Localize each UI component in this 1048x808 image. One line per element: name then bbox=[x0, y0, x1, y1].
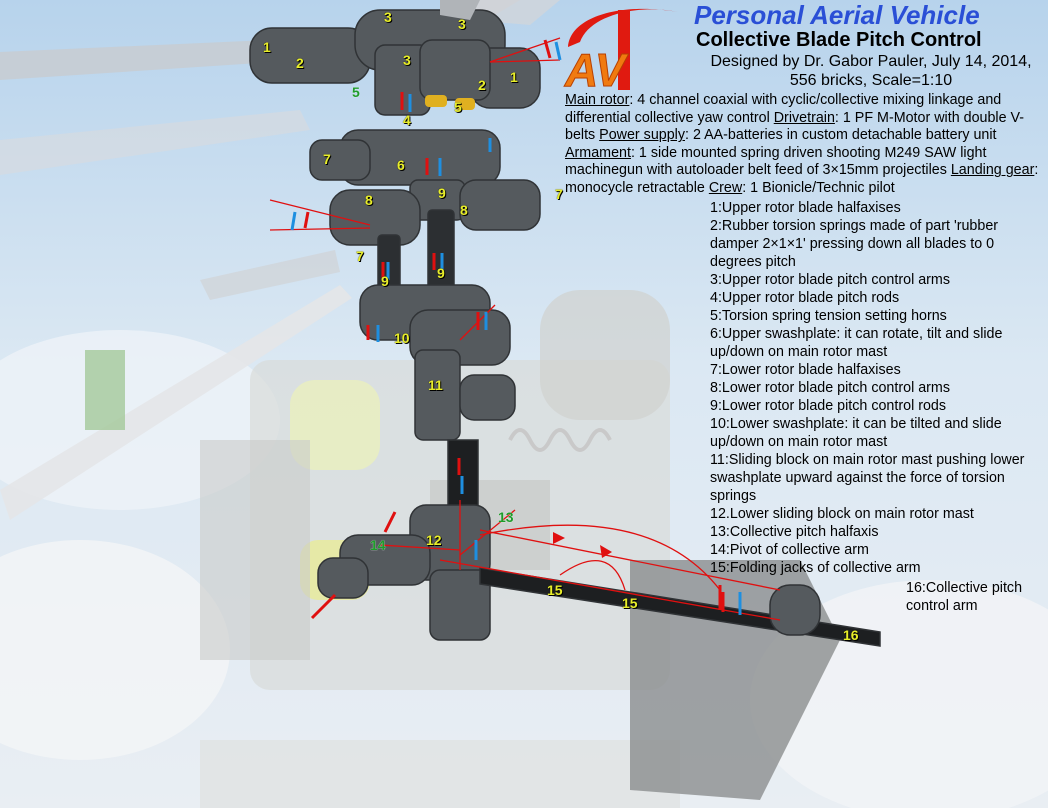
legend-item: 4:Upper rotor blade pitch rods bbox=[710, 290, 900, 306]
upper-blade-grip-left bbox=[249, 27, 371, 84]
legend-item: 15:Folding jacks of collective arm bbox=[710, 560, 921, 576]
lower-rotor-blade-left bbox=[0, 285, 352, 520]
legend-item: 1:Upper rotor blade halfaxises bbox=[710, 200, 901, 216]
spec-text: : 4 channel coaxial with cyclic/collecti… bbox=[565, 92, 1002, 126]
spec-text: : 1 side mounted spring driven shooting … bbox=[565, 144, 987, 179]
callout-label: 10 bbox=[394, 330, 410, 346]
spec-text: : 1 PF M-Motor with double V-belts bbox=[565, 109, 1025, 144]
callout-label: 1 bbox=[263, 39, 271, 55]
page-subtitle: Collective Blade Pitch Control bbox=[696, 29, 982, 51]
callout-label: 13 bbox=[498, 509, 514, 525]
callout-label: 3 bbox=[403, 52, 411, 68]
credit-line: Designed by Dr. Gabor Pauler, July 14, 2… bbox=[710, 53, 1032, 89]
callout-label: 16 bbox=[843, 627, 859, 643]
callout-label: 12 bbox=[426, 532, 442, 548]
callout-label: 8 bbox=[460, 202, 468, 218]
spec-label: Armament bbox=[565, 144, 631, 161]
callout-label: 6 bbox=[397, 157, 405, 173]
callout-label: 7 bbox=[555, 186, 563, 202]
callout-label: 4 bbox=[403, 112, 411, 128]
legend-item: 8:Lower rotor blade pitch control arms bbox=[710, 380, 950, 396]
spec-label: Landing gear bbox=[950, 162, 1035, 179]
lower-blade-grip-left bbox=[329, 189, 421, 246]
callout-label: 5 bbox=[454, 99, 462, 115]
spec-text: : monocycle retractable bbox=[565, 162, 1039, 196]
spec-label: Power supply bbox=[599, 127, 685, 144]
callout-label: 11 bbox=[428, 377, 443, 393]
spec-label: Main rotor bbox=[565, 92, 630, 108]
callout-label: 2 bbox=[296, 55, 304, 71]
spec-text: : 2 AA-batteries in custom detachable ba… bbox=[685, 127, 997, 144]
legend-item: 2:Rubber torsion springs made of part 'r… bbox=[710, 218, 999, 270]
legend-item: 7:Lower rotor blade halfaxises bbox=[710, 362, 901, 378]
legend-item: 9:Lower rotor blade pitch control rods bbox=[710, 398, 947, 414]
legend-item: 3:Upper rotor blade pitch control arms bbox=[710, 272, 950, 288]
callout-label: 8 bbox=[365, 192, 373, 208]
logo-text: AV bbox=[564, 44, 629, 92]
callout-label: 7 bbox=[323, 151, 331, 167]
callout-label: 2 bbox=[478, 77, 486, 93]
callout-label: 14 bbox=[370, 537, 386, 553]
callout-label: 3 bbox=[458, 16, 466, 32]
callout-label: 9 bbox=[438, 185, 446, 201]
lower-rotor-blade-back bbox=[0, 110, 310, 175]
motion-arrows bbox=[290, 39, 742, 615]
callout-label: 7 bbox=[356, 248, 364, 264]
callout-label: 15 bbox=[547, 582, 563, 598]
callout-label: 5 bbox=[352, 84, 360, 100]
sliding-block bbox=[414, 349, 461, 441]
callout-label: 9 bbox=[381, 273, 389, 289]
legend-item: 14:Pivot of collective arm bbox=[710, 542, 869, 558]
page-title: Personal Aerial Vehicle bbox=[694, 0, 980, 30]
pav-logo: AV bbox=[564, 8, 678, 92]
specs-paragraph: Main rotor: 4 channel coaxial with cycli… bbox=[565, 92, 1043, 198]
spec-label: Drivetrain bbox=[773, 109, 835, 126]
legend-item: 13:Collective pitch halfaxis bbox=[710, 524, 879, 540]
spec-label: Crew bbox=[708, 179, 743, 196]
legend-item: 12.Lower sliding block on main rotor mas… bbox=[710, 506, 974, 522]
spec-text: : 1 Bionicle/Technic pilot bbox=[742, 179, 895, 196]
legend-item: 11:Sliding block on main rotor mast push… bbox=[710, 452, 1025, 504]
parts-legend: 1:Upper rotor blade halfaxises 2:Rubber … bbox=[710, 199, 1045, 577]
callout-label: 15 bbox=[622, 595, 638, 611]
callout-label: 1 bbox=[510, 69, 518, 85]
callout-label: 3 bbox=[384, 9, 392, 25]
legend-item: 6:Upper swashplate: it can rotate, tilt … bbox=[710, 326, 1003, 360]
legend-item-16: 16:Collective pitch control arm bbox=[906, 580, 1023, 614]
upper-rotor-blade-left bbox=[0, 40, 275, 80]
callout-label: 9 bbox=[437, 265, 445, 281]
legend-item: 5:Torsion spring tension setting horns bbox=[710, 308, 947, 324]
legend-item: 10:Lower swashplate: it can be tilted an… bbox=[710, 416, 1002, 450]
